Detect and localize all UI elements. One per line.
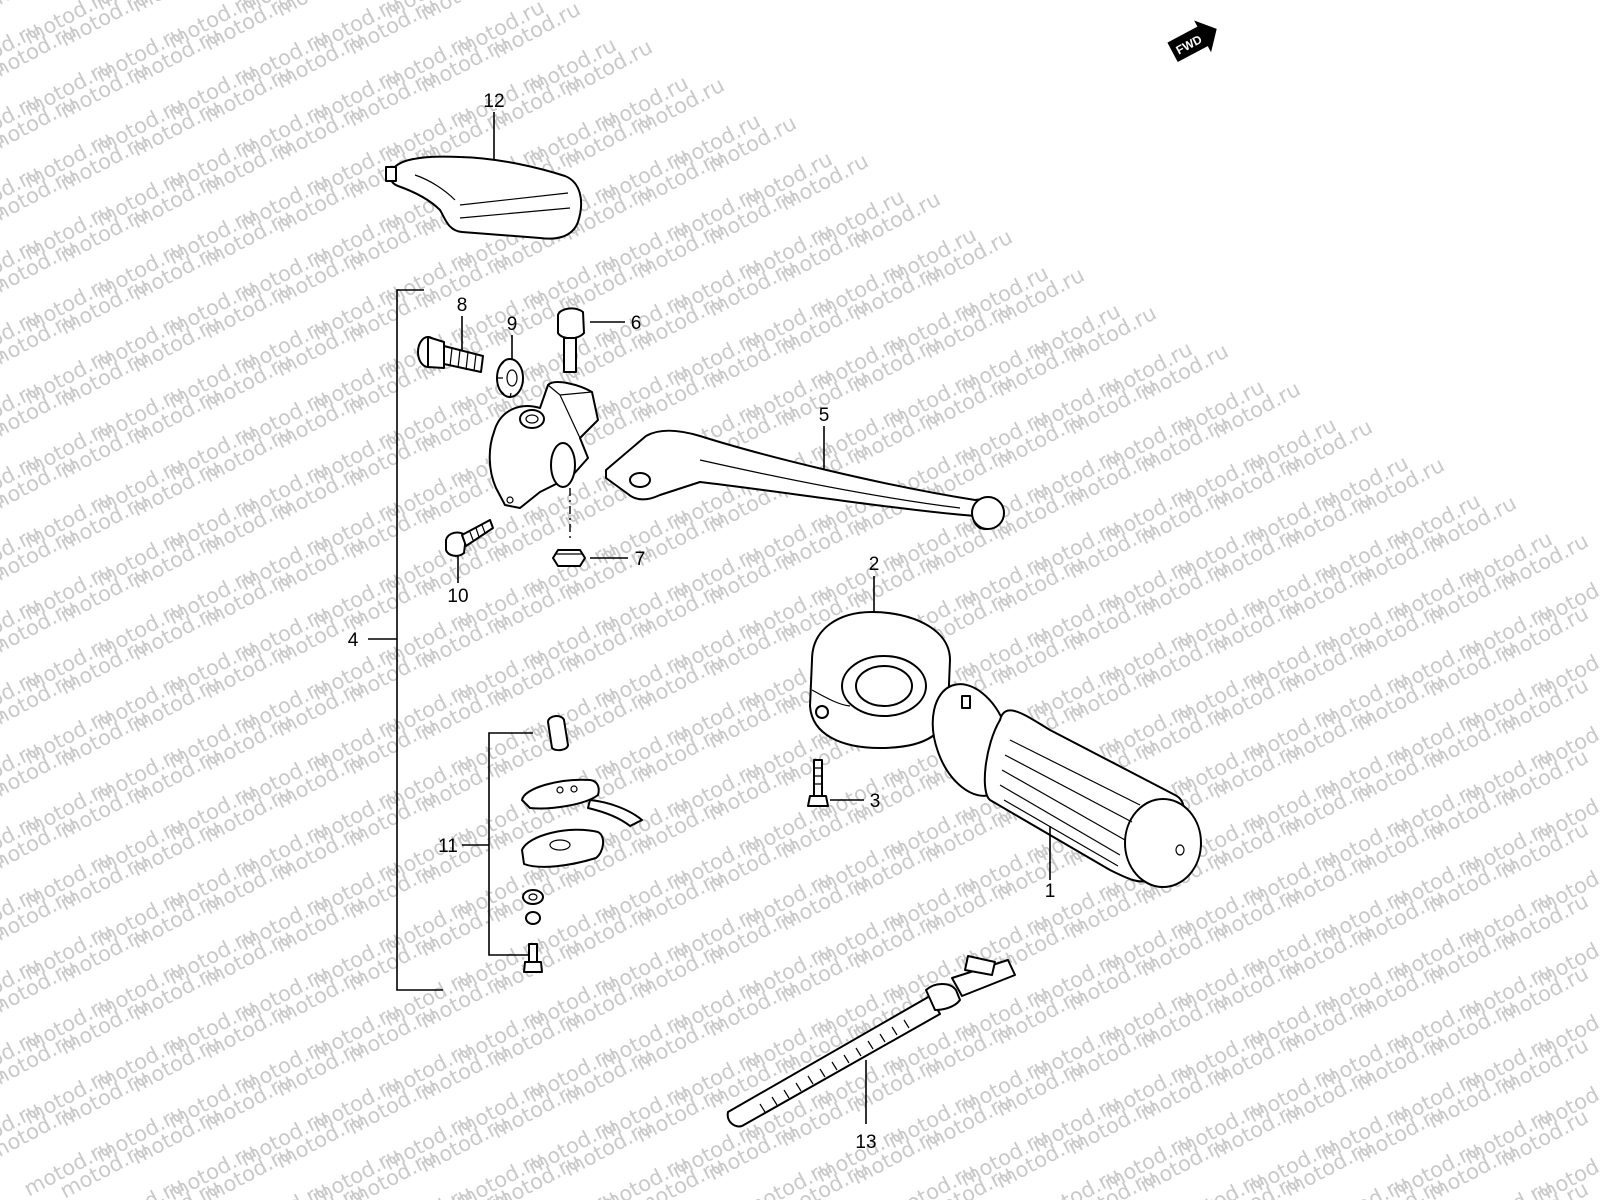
callout-11: 11 bbox=[438, 836, 458, 857]
callout-10: 10 bbox=[447, 586, 468, 607]
callout-7: 7 bbox=[635, 549, 646, 570]
cable-tie-icon bbox=[726, 955, 1016, 1128]
callout-13: 13 bbox=[855, 1132, 876, 1153]
grip-icon bbox=[931, 683, 1202, 888]
assembly-bracket bbox=[396, 289, 443, 991]
callout-1: 1 bbox=[1045, 881, 1056, 902]
pivot-bolt-icon bbox=[557, 307, 585, 373]
lever-cover-icon bbox=[385, 155, 583, 240]
screw-icon bbox=[807, 759, 829, 807]
grip-cap-ring-icon bbox=[809, 611, 951, 749]
clamp-bolt-icon bbox=[445, 519, 494, 557]
callout-4: 4 bbox=[348, 630, 359, 651]
lock-nut-icon bbox=[496, 358, 524, 399]
callout-9: 9 bbox=[507, 314, 518, 335]
callout-3: 3 bbox=[870, 791, 881, 812]
nut-icon bbox=[552, 549, 586, 567]
lever-holder-icon bbox=[488, 381, 599, 509]
switch-set-icon bbox=[521, 715, 643, 973]
callout-2: 2 bbox=[869, 554, 880, 575]
callout-5: 5 bbox=[819, 405, 830, 426]
clutch-lever-icon bbox=[605, 429, 1005, 530]
callout-8: 8 bbox=[457, 295, 468, 316]
callout-6: 6 bbox=[631, 313, 642, 334]
fwd-badge: FWD bbox=[1167, 20, 1217, 63]
adjuster-bolt-icon bbox=[417, 336, 484, 373]
callout-12: 12 bbox=[483, 91, 504, 112]
